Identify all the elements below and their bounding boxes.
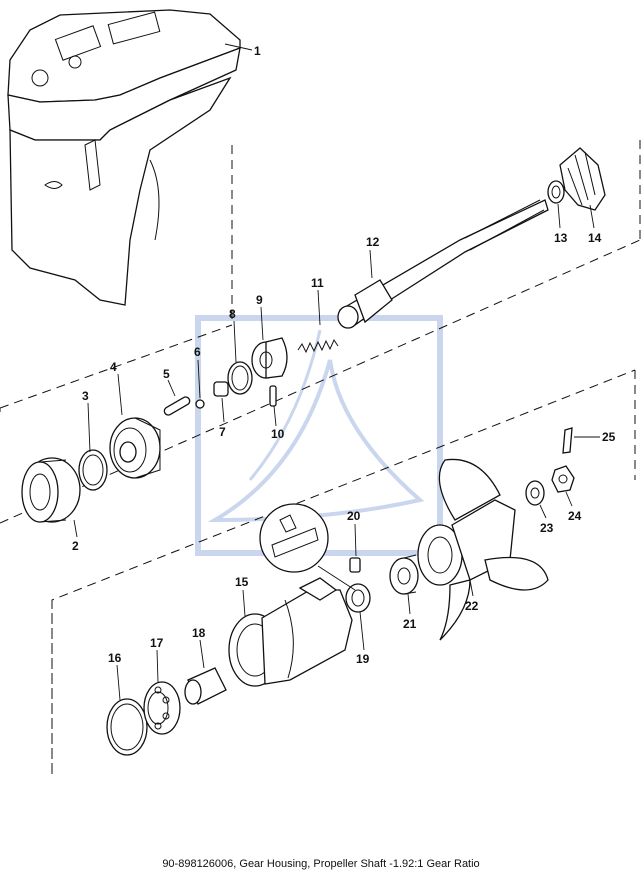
leader-16	[116, 664, 121, 701]
leader-10	[273, 405, 277, 427]
part-label: 8	[229, 307, 236, 321]
seal-19	[345, 583, 371, 613]
leader-3	[87, 402, 91, 453]
part-label: 19	[356, 652, 370, 666]
leader-13	[557, 203, 561, 229]
part-label: 18	[192, 626, 206, 640]
part-label: 25	[602, 430, 616, 444]
leader-14	[589, 204, 595, 229]
clutch-9	[251, 337, 288, 379]
washer-13	[547, 180, 565, 204]
leader-2	[73, 519, 78, 538]
part-label: 5	[163, 367, 170, 381]
cotter-pin-25	[562, 427, 573, 454]
leader-5	[167, 379, 176, 397]
cross-pin-10	[269, 385, 277, 407]
bearing-17	[143, 681, 181, 735]
part-label: 2	[72, 539, 79, 553]
part-label: 24	[568, 509, 582, 523]
part-label: 11	[311, 276, 324, 290]
o-ring-16	[106, 698, 148, 756]
leader-9	[260, 306, 264, 341]
fitting-20	[349, 557, 361, 573]
bearing-carrier-15	[228, 577, 353, 687]
leader-1	[224, 43, 253, 51]
part-label: 14	[588, 231, 602, 245]
diagram-caption: 90-898126006, Gear Housing, Propeller Sh…	[162, 858, 480, 870]
ring-8	[227, 361, 253, 395]
part-label: 22	[465, 599, 479, 613]
part-label: 1	[254, 44, 261, 58]
dashed-axis-lines	[0, 140, 641, 776]
part-label: 15	[235, 575, 249, 589]
gear-14	[559, 147, 606, 211]
part-label: 17	[150, 636, 164, 650]
gear-4	[109, 417, 161, 479]
part-label: 16	[108, 651, 122, 665]
detail-callout	[259, 503, 356, 591]
thrust-hub-21	[389, 554, 419, 595]
washer-23	[525, 480, 545, 506]
propeller-shaft-12	[337, 199, 549, 329]
part-label: 21	[403, 617, 417, 631]
gear-housing	[7, 9, 241, 306]
leader-4	[117, 373, 123, 416]
bearing-2	[21, 457, 81, 523]
part-label: 7	[219, 425, 226, 439]
part-label: 13	[554, 231, 568, 245]
ring-6	[195, 399, 205, 409]
leader-19	[359, 611, 365, 651]
propeller-22	[417, 458, 549, 641]
part-label: 3	[82, 389, 89, 403]
leader-20	[354, 523, 357, 557]
leader-24	[565, 491, 573, 507]
part-labels: 1 2 3 4 5 6 7 8 9 10 11 12 13 14 15 16 1…	[72, 44, 616, 666]
pin-5	[163, 396, 191, 416]
nut-24	[551, 465, 575, 493]
part-label: 9	[256, 293, 263, 307]
part-label: 10	[271, 427, 285, 441]
part-label: 20	[347, 509, 361, 523]
leader-6	[197, 359, 201, 399]
needle-bearing-18	[184, 667, 227, 705]
leader-23	[539, 504, 547, 519]
leader-17	[156, 649, 159, 683]
leader-22	[469, 579, 474, 597]
bushing-7	[213, 381, 229, 397]
part-label: 12	[366, 235, 380, 249]
leader-8	[233, 320, 237, 363]
leader-7	[221, 397, 225, 423]
part-label: 23	[540, 521, 554, 535]
part-label: 6	[194, 345, 201, 359]
part-label: 4	[110, 360, 117, 374]
spring-11	[297, 338, 339, 354]
leader-12	[369, 249, 373, 279]
o-ring-3	[78, 449, 108, 491]
leader-18	[199, 639, 205, 669]
leader-21	[407, 593, 411, 615]
leader-11	[317, 289, 321, 326]
leader-15	[242, 589, 246, 617]
